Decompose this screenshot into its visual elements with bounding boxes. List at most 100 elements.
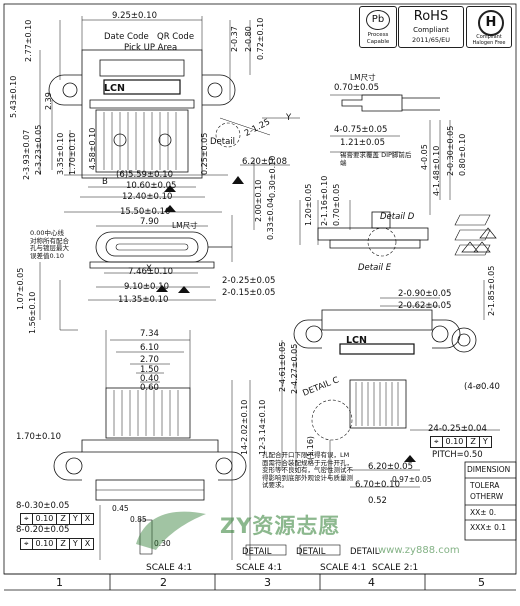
gdt-2-symbol: ⌖ <box>21 539 33 549</box>
scale-label-1: SCALE 4:1 <box>236 563 283 573</box>
dim-bl-6: 0.60 <box>140 383 159 393</box>
dim-bl-2: 6.10 <box>140 343 159 353</box>
bottom-right-outline <box>293 309 477 429</box>
gdt-frame-1: ⌖ 0.10 Z Y X <box>20 513 95 525</box>
dim-side-d2: 4-0.75±0.05 <box>334 125 388 135</box>
rohs-subtitle: Compliant <box>413 26 449 34</box>
detail-label-2: DETAIL <box>296 547 326 557</box>
gdt-2-z: Z <box>57 539 70 549</box>
dim-top-b3: 15.50±0.10 <box>120 207 171 217</box>
scale-label-4: SCALE 4:1 <box>146 563 193 573</box>
dim-bl-1: 7.34 <box>140 329 159 339</box>
dim-side-d1: 0.70±0.05 <box>334 83 379 93</box>
dim-top-l3: 2.39 <box>44 92 53 110</box>
datum-y: Y <box>286 113 292 123</box>
dim-br-1: 2-0.90±0.05 <box>398 289 452 299</box>
title-row2: XXX± 0.1 <box>470 523 507 532</box>
side-view-outline <box>317 94 440 257</box>
datum-b: B <box>102 177 108 187</box>
title-tolerance: TOLERA <box>470 481 500 490</box>
dim-front-h4: 1.56±0.10 <box>28 291 37 334</box>
ruler-zone-1: 1 <box>56 576 63 589</box>
ruler-zone-5: 5 <box>478 576 485 589</box>
label-detail-top: Detail <box>210 137 236 147</box>
dim-side-d3: 1.21±0.05 <box>340 138 385 148</box>
rohs-title: RoHS <box>413 9 449 24</box>
dim-side-d8: 2-1.16±0.10 <box>320 175 329 226</box>
watermark-url: www.zy888.com <box>378 545 460 556</box>
detail-label-1: DETAIL <box>242 547 272 557</box>
gdt-frame-2: ⌖ 0.10 Z Y X <box>20 538 95 550</box>
dim-front-h3: 1.07±0.05 <box>16 267 25 310</box>
dim-br-3: 2-1.85±0.05 <box>487 265 496 316</box>
dim-br-2: 2-0.62±0.05 <box>398 301 452 311</box>
top-view-outline <box>48 49 236 179</box>
note-front-cn: 0.00中心线对称所有配合孔与镀层最大误差值0.10 <box>30 229 69 260</box>
halogen-icon: H <box>478 10 504 36</box>
note-side-dip: 锡膏要求覆盖 DIP脚前后端 <box>340 151 412 167</box>
note-bottom-cn: 孔配合开口下限不得有误，LM面需符合装配规格于元件开孔，变形等不良如有，气密性测… <box>262 451 353 489</box>
bottom-left-outline <box>53 387 247 501</box>
rohs-badge: RoHS Compliant 2011/65/EU <box>398 6 464 48</box>
gdt-3-symbol: ⌖ <box>431 437 443 447</box>
dim-top-r1: 2-0.37 <box>230 26 239 52</box>
title-dimension: DIMENSION <box>467 465 511 474</box>
watermark-text: ZY资源志愿 <box>220 514 341 538</box>
dim-bl-ha: 14-2.02±0.10 <box>240 399 249 455</box>
dim-top-l7: 1.70±0.10 <box>68 132 77 175</box>
dim-front-w4: 11.35±0.10 <box>118 295 169 305</box>
gdt-1-x: X <box>84 514 91 523</box>
dim-top-l8: 4.58±0.10 <box>88 127 97 170</box>
label-detail-d: Detail D <box>380 212 415 222</box>
dim-top-r5: 0.25±0.05 <box>200 132 209 175</box>
gdt-2-value: 0.10 <box>33 539 58 549</box>
title-otherwise: OTHERW <box>470 492 504 501</box>
dim-top-l6: 3.35±0.10 <box>56 132 65 175</box>
title-block <box>464 461 517 541</box>
pb-badge: Pb Process Capable <box>359 6 397 48</box>
dim-front-h1: 2.00±0.10 <box>254 179 263 222</box>
dim-bl-left: 1.70±0.10 <box>16 432 61 442</box>
title-row: XX± 0. <box>470 508 497 517</box>
gdt-3-value: 0.10 <box>443 437 468 447</box>
gdt-frame-3: ⌖ 0.10 Z Y <box>430 436 492 448</box>
dim-side-d5: 2-0.30±0.05 <box>446 125 455 176</box>
dim-top-l2: 5.43±0.10 <box>9 75 18 118</box>
dim-top-pad: (6)5.59±0.10 <box>116 170 174 180</box>
gdt-3-y: Y <box>482 437 488 446</box>
front-view-outline <box>89 231 232 269</box>
dim-bl-mini-b: 0.85 <box>130 515 147 524</box>
halogen-label: Compliant Halogen Free <box>472 34 506 46</box>
watermark-logo-icon <box>126 504 216 554</box>
dim-bl-5: 0.40 <box>140 374 159 384</box>
dim-front-w3: 9.10±0.10 <box>124 282 169 292</box>
pb-label: Process Capable <box>366 32 390 45</box>
gdt-1-value: 0.10 <box>33 514 58 524</box>
logo-lcn-top: LCN <box>104 83 125 94</box>
pb-symbol: Pb <box>366 10 390 30</box>
dim-front-w6: 2-0.15±0.05 <box>222 288 276 298</box>
dim-front-w1: 7.90 <box>140 217 159 227</box>
dim-br-9: 6.20±0.05 <box>368 462 413 472</box>
dim-front-w2: 7.46±0.10 <box>128 267 173 277</box>
dim-br-4: 2-4.61±0.05 <box>278 341 287 392</box>
dim-top-r2: 2-0.80 <box>244 26 253 52</box>
dim-bl-3: 2.70 <box>140 355 159 365</box>
scale-label-2: SCALE 4:1 <box>320 563 367 573</box>
dim-side-d6: 0.80±0.10 <box>458 133 467 176</box>
dim-front-w5: 2-0.25±0.05 <box>222 276 276 286</box>
dim-front-h2: 0.33±0.04 <box>266 197 275 240</box>
datum-x: X <box>146 264 152 274</box>
dim-side-d11: 0.30±0.10 <box>268 155 277 198</box>
label-detail-e: Detail E <box>358 263 392 273</box>
halogen-badge: H Compliant Halogen Free <box>466 6 512 48</box>
dim-side-d9: 1.20±0.05 <box>304 183 313 226</box>
dim-top-r6: 6.20±0.08 <box>242 157 287 167</box>
gdt-1-z: Z <box>57 514 70 524</box>
scale-label-3: SCALE 2:1 <box>372 563 419 573</box>
dim-top-b2: 12.40±0.10 <box>122 192 173 202</box>
dim-br-6: (4-ø0.40 <box>464 382 500 392</box>
dim-bl-mini-a: 0.45 <box>112 504 129 513</box>
gdt-2-y: Y <box>70 539 82 549</box>
